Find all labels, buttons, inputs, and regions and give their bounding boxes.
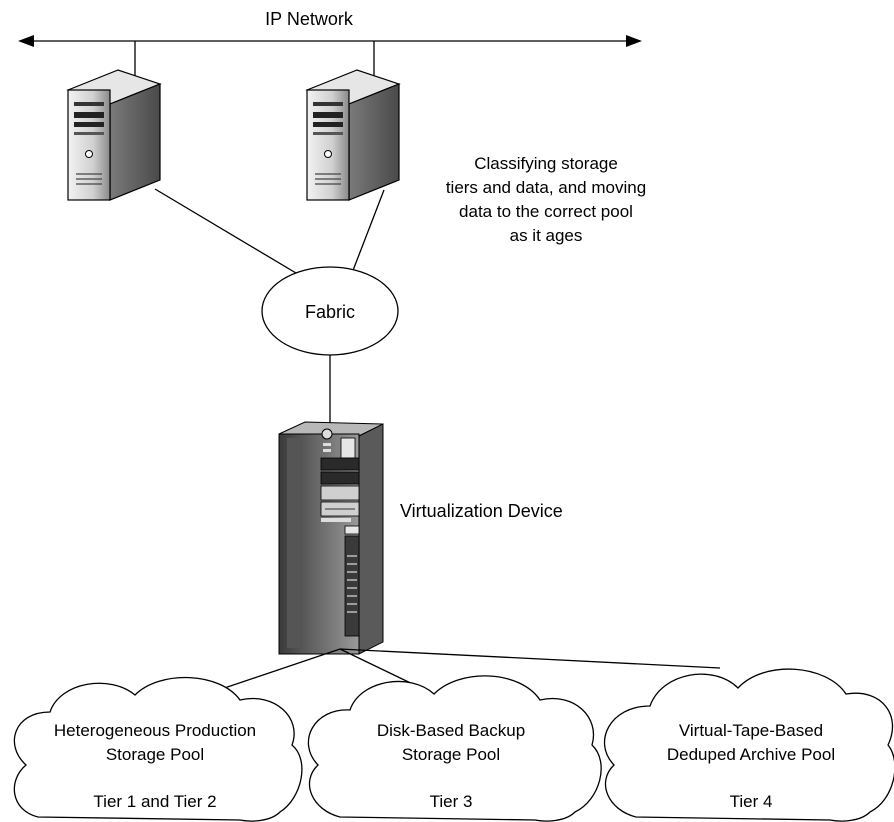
pool-3-line-2: Deduped Archive Pool bbox=[667, 745, 835, 764]
pool-2-cloud bbox=[307, 675, 602, 822]
server-left-to-fabric-connector bbox=[154, 188, 302, 277]
pool-1-line-2: Storage Pool bbox=[106, 745, 204, 764]
server-left-icon bbox=[66, 69, 162, 201]
annotation-line-1: Classifying storage bbox=[474, 154, 618, 173]
pool-3-cloud bbox=[603, 668, 894, 822]
ip-network-line bbox=[18, 35, 642, 47]
ip-network-label: IP Network bbox=[265, 9, 354, 29]
virtualization-device-label: Virtualization Device bbox=[400, 501, 563, 521]
pool-1-line-1: Heterogeneous Production bbox=[54, 721, 256, 740]
server-right-to-fabric-connector bbox=[351, 189, 385, 274]
pool-2-tier: Tier 3 bbox=[430, 792, 473, 811]
device-to-pool-3-connector bbox=[339, 648, 721, 669]
virtualization-device-icon bbox=[278, 421, 384, 655]
server-right-icon bbox=[305, 69, 401, 201]
annotation-line-2: tiers and data, and moving bbox=[446, 178, 646, 197]
pool-3-tier: Tier 4 bbox=[730, 792, 773, 811]
pool-2-line-1: Disk-Based Backup bbox=[377, 721, 525, 740]
pool-1-tier: Tier 1 and Tier 2 bbox=[93, 792, 216, 811]
pool-1-cloud bbox=[13, 676, 303, 822]
annotation-line-3: data to the correct pool bbox=[459, 202, 633, 221]
pool-3-line-1: Virtual-Tape-Based bbox=[679, 721, 823, 740]
annotation-line-4: as it ages bbox=[510, 226, 583, 245]
pool-2-line-2: Storage Pool bbox=[402, 745, 500, 764]
fabric-label: Fabric bbox=[305, 302, 355, 322]
